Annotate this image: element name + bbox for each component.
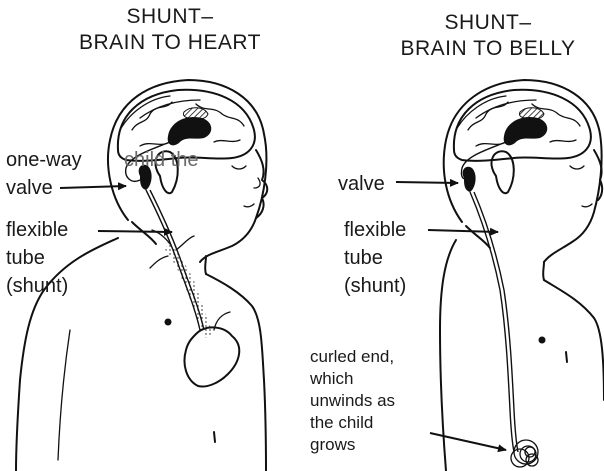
right-nipple	[539, 337, 546, 344]
right-title-line2: BRAIN TO BELLY	[380, 36, 596, 62]
right-curled-end	[511, 440, 538, 467]
right-tube-label-line1: flexible	[344, 218, 406, 242]
left-nose	[254, 178, 260, 188]
right-end-label-line1: curled end,	[310, 347, 394, 367]
left-tube-label-line1: flexible	[6, 218, 68, 242]
left-title-line1: SHUNT–	[60, 4, 280, 30]
right-child-figure	[440, 80, 604, 471]
right-title-line1: SHUNT–	[380, 10, 596, 36]
right-tube-label-line3: (shunt)	[344, 274, 406, 298]
right-end-label-line4: the child	[310, 413, 373, 433]
right-ventricle-hatch	[519, 108, 544, 119]
right-ventricle	[504, 117, 548, 145]
right-end-label-line5: grows	[310, 435, 355, 455]
right-curled-end-arrow	[430, 433, 506, 450]
left-neck-front	[205, 256, 206, 274]
left-valve-label-line1: one-way	[6, 148, 82, 172]
right-tube-label-line2: tube	[344, 246, 383, 270]
right-mouth	[582, 204, 592, 207]
left-overlay-text: child the	[124, 148, 199, 172]
left-navel	[214, 432, 215, 442]
right-title: SHUNT– BRAIN TO BELLY	[380, 10, 596, 62]
left-mouth	[244, 204, 254, 207]
left-ventricle-hatch	[183, 108, 208, 119]
right-torso-front	[544, 280, 604, 400]
left-title-line2: BRAIN TO HEART	[60, 30, 280, 56]
left-tube-arrow	[98, 231, 172, 232]
left-nipple	[165, 319, 172, 326]
right-valve-label: valve	[338, 172, 385, 196]
right-belly-mark	[566, 352, 567, 362]
left-ventricle	[168, 117, 212, 145]
left-valve-label-line2: valve	[6, 176, 53, 200]
left-tube-label-line3: (shunt)	[6, 274, 68, 298]
right-valve-arrow	[396, 182, 458, 183]
right-eye	[570, 166, 584, 169]
left-valve-arrow	[60, 186, 126, 188]
right-tube-arrow	[428, 230, 498, 232]
left-tube-label-line2: tube	[6, 246, 45, 270]
right-end-label-line3: unwinds as	[310, 391, 395, 411]
left-neck-back	[132, 222, 156, 244]
left-title: SHUNT– BRAIN TO HEART	[60, 4, 280, 56]
right-neck-front	[543, 262, 544, 280]
left-eye	[232, 166, 246, 169]
right-end-label-line2: which	[310, 369, 353, 389]
left-arm	[58, 330, 70, 460]
